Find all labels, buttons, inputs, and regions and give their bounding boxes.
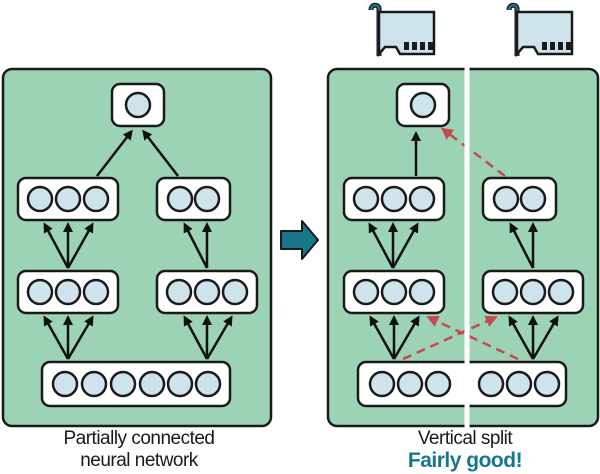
right-arrow-icon (280, 220, 319, 260)
neuron (109, 370, 137, 398)
edge (531, 315, 559, 360)
neuron (505, 370, 533, 398)
hidden-layer-1-left (16, 269, 120, 315)
neuron (165, 278, 193, 306)
neuron (352, 185, 380, 213)
neuron (491, 278, 519, 306)
neuron (124, 91, 152, 119)
neuron (166, 185, 194, 213)
neuron (221, 278, 249, 306)
neuron (519, 185, 547, 213)
neuron (380, 278, 408, 306)
neuron (80, 370, 108, 398)
neuron (424, 370, 452, 398)
hidden-layer-1-left (342, 269, 446, 315)
edge (66, 222, 94, 269)
edge (205, 315, 233, 360)
hidden-layer-1-right (155, 269, 259, 315)
neuron (519, 278, 547, 306)
edge (392, 315, 420, 360)
neuron (396, 370, 424, 398)
cross-device-edge (440, 127, 506, 177)
neuron (409, 91, 437, 119)
edge (66, 315, 94, 360)
neuron (166, 370, 194, 398)
gpu-card-icon (506, 2, 574, 58)
hidden-layer-2-left (16, 176, 120, 222)
left-caption-line2: neural network (80, 450, 198, 471)
neuron (26, 185, 54, 213)
neuron (547, 278, 575, 306)
neuron (380, 185, 408, 213)
neuron (82, 185, 110, 213)
left-panel-background (1, 67, 273, 428)
edge (369, 315, 396, 360)
right-caption: Vertical split Fairly good! (345, 428, 585, 472)
edge (509, 222, 535, 269)
neuron (533, 370, 561, 398)
neuron (54, 185, 82, 213)
verdict-label: Fairly good! (407, 449, 523, 472)
edge (43, 222, 70, 269)
edge (183, 222, 209, 269)
neuron (408, 185, 436, 213)
left-panel (1, 67, 273, 428)
edge (96, 129, 133, 177)
cross-device-edge (426, 315, 519, 361)
cross-device-edge (402, 315, 498, 361)
hidden-layer-2-right (155, 176, 232, 222)
edge (508, 315, 535, 360)
neuron (51, 370, 79, 398)
right-caption-line1: Vertical split (417, 428, 513, 449)
neuron (352, 278, 380, 306)
right-panel (326, 66, 600, 430)
left-edges (43, 129, 233, 360)
neuron (492, 185, 520, 213)
neuron (368, 370, 396, 398)
edge (183, 315, 209, 360)
left-caption: Partially connected neural network (20, 428, 258, 472)
left-caption-line1: Partially connected (63, 428, 215, 449)
input-layer (356, 360, 568, 408)
output-layer (110, 82, 166, 128)
neuron (408, 278, 436, 306)
neuron (194, 370, 222, 398)
hidden-layer-2-left (342, 176, 446, 222)
hidden-layer-2-right (481, 176, 558, 222)
neuron (26, 278, 54, 306)
right-panel-background (326, 67, 600, 428)
neuron (477, 370, 505, 398)
input-layer (40, 360, 232, 408)
edge (391, 222, 419, 269)
right-edges (368, 127, 559, 361)
neuron (193, 278, 221, 306)
neuron (193, 185, 221, 213)
hidden-layer-1-right (481, 269, 585, 315)
gpu-card-icon (368, 2, 436, 58)
edge (368, 222, 395, 269)
neuron (82, 278, 110, 306)
neuron (54, 278, 82, 306)
edge (142, 129, 179, 177)
output-layer (395, 82, 451, 128)
edge (43, 315, 70, 360)
neuron (138, 370, 166, 398)
